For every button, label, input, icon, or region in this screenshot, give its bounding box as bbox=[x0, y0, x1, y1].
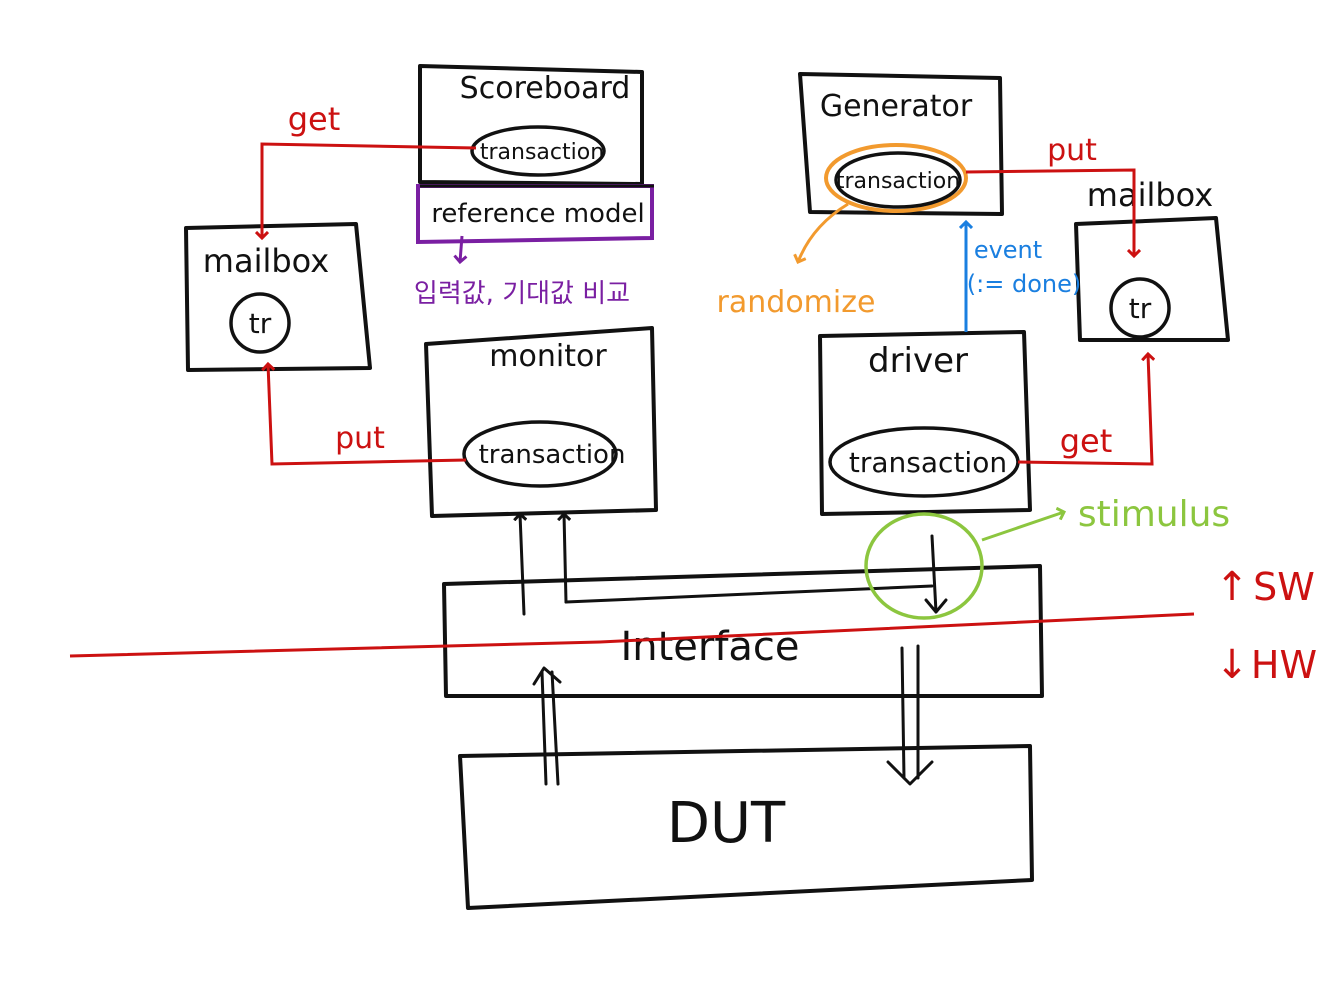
monitor-input-arrow-2 bbox=[564, 514, 566, 604]
randomize-arrow bbox=[798, 202, 849, 262]
monitor-transaction-label: transaction bbox=[479, 440, 626, 470]
mailbox-right-title: mailbox bbox=[1087, 176, 1213, 214]
hw-down-arrow: ↓ bbox=[1215, 642, 1249, 688]
monitor-title: monitor bbox=[489, 339, 607, 374]
sw-hw-boundary-line bbox=[69, 612, 1195, 658]
stimulus-arrow bbox=[924, 534, 948, 614]
scoreboard-transaction-oval bbox=[470, 125, 606, 177]
event-done-label: (:= done) bbox=[967, 270, 1081, 298]
driver-title: driver bbox=[868, 341, 968, 381]
monitor-transaction-oval bbox=[462, 420, 618, 488]
scoreboard-transaction-label: transaction bbox=[480, 140, 604, 165]
monitor-block: monitor transaction bbox=[424, 326, 658, 518]
hw-label: HW bbox=[1251, 643, 1317, 687]
monitor-input-arrow-1 bbox=[520, 514, 524, 616]
generator-put-arrow bbox=[965, 168, 1134, 256]
sw-label: SW bbox=[1253, 565, 1315, 609]
stimulus-label: stimulus bbox=[1078, 494, 1230, 535]
interface-to-dut-arrow bbox=[886, 644, 934, 786]
monitor-put-label: put bbox=[335, 421, 385, 456]
dut-block: DUT bbox=[458, 744, 1034, 910]
reference-model-label: reference model bbox=[431, 199, 644, 229]
scoreboard-block: Scoreboard transaction bbox=[418, 64, 644, 186]
event-label: event bbox=[974, 236, 1042, 264]
driver-get-label: get bbox=[1060, 422, 1113, 460]
mailbox-left-title: mailbox bbox=[203, 242, 329, 280]
dut-title: DUT bbox=[667, 791, 786, 856]
interface-title: Interface bbox=[620, 624, 799, 670]
mailbox-right-block: mailbox tr bbox=[1074, 176, 1230, 342]
generator-put-label: put bbox=[1047, 133, 1097, 168]
scoreboard-title: Scoreboard bbox=[460, 71, 631, 106]
sw-up-arrow: ↑ bbox=[1215, 564, 1249, 610]
monitor-put-arrow bbox=[268, 364, 467, 466]
driver-block: driver transaction bbox=[818, 330, 1032, 516]
stimulus-circle bbox=[864, 512, 984, 620]
mailbox-left-tr-label: tr bbox=[249, 307, 272, 340]
generator-title: Generator bbox=[820, 89, 973, 124]
scoreboard-get-arrow bbox=[262, 142, 477, 238]
driver-get-arrow bbox=[1017, 354, 1152, 466]
randomize-label: randomize bbox=[717, 285, 876, 320]
stimulus-pointer-arrow bbox=[981, 512, 1064, 542]
dut-to-interface-arrow bbox=[532, 666, 562, 786]
generator-transaction-oval bbox=[834, 151, 962, 209]
generator-transaction-label: transaction bbox=[836, 169, 960, 194]
interface-block: Interface bbox=[442, 564, 1044, 698]
mailbox-right-tr-label: tr bbox=[1129, 292, 1152, 325]
mailbox-left-block: mailbox tr bbox=[184, 222, 372, 372]
generator-block: Generator transaction randomize bbox=[717, 72, 1004, 320]
mailbox-left-tr-circle bbox=[229, 292, 291, 354]
reference-model-arrow bbox=[460, 235, 462, 262]
mailbox-right-tr-circle bbox=[1109, 277, 1171, 339]
reference-model-note: 입력값, 기대값 비교 bbox=[414, 279, 630, 309]
reference-model-block: reference model 입력값, 기대값 비교 bbox=[414, 184, 654, 309]
scoreboard-get-label: get bbox=[288, 100, 341, 138]
generator-transaction-oval-orange bbox=[824, 143, 968, 213]
driver-transaction-label: transaction bbox=[849, 446, 1007, 479]
